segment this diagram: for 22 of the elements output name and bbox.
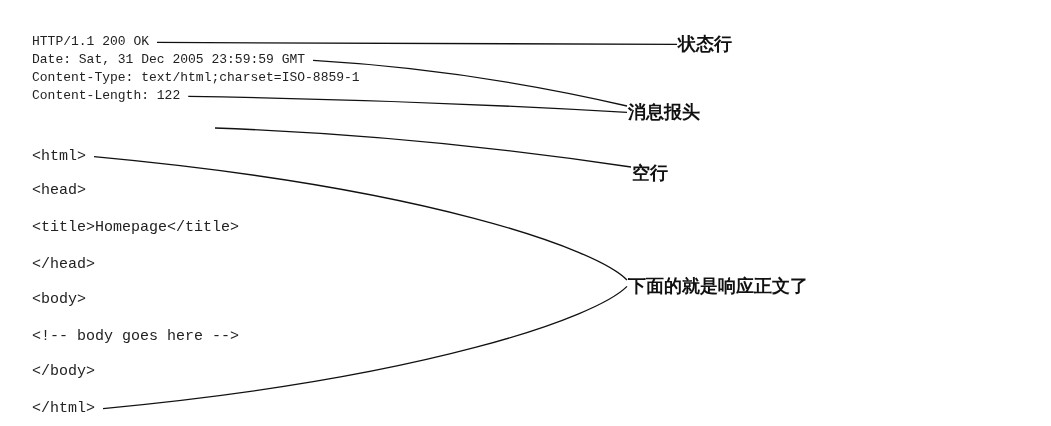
annotation-label: 消息报头 [628,102,700,123]
leader-line [102,285,628,410]
annotation-label: 空行 [632,163,668,184]
annotation-label: 下面的就是响应正文了 [628,276,808,297]
code-line: <body> [32,291,86,309]
code-line: </body> [32,363,95,381]
leader-line [214,127,632,168]
header-line-text: Content-Length: 122 [32,89,181,104]
code-line: <title>Homepage</title> [32,219,240,237]
leader-line [93,156,628,281]
code-line: <html> [32,148,86,166]
annotation-label: 状态行 [678,34,732,55]
header-line-text: Date: Sat, 31 Dec 2005 23:59:59 GMT [32,53,306,68]
code-line: <head> [32,182,86,200]
leader-line [187,95,628,113]
header-line-text: Content-Type: text/html;charset=ISO-8859-1 [32,71,360,86]
leader-line [312,59,628,107]
code-line: </html> [32,400,95,418]
leader-line [156,41,678,45]
status-line-text: HTTP/1.1 200 OK [32,35,150,50]
code-line: <!-- body goes here --> [32,328,240,346]
code-line: </head> [32,256,95,274]
